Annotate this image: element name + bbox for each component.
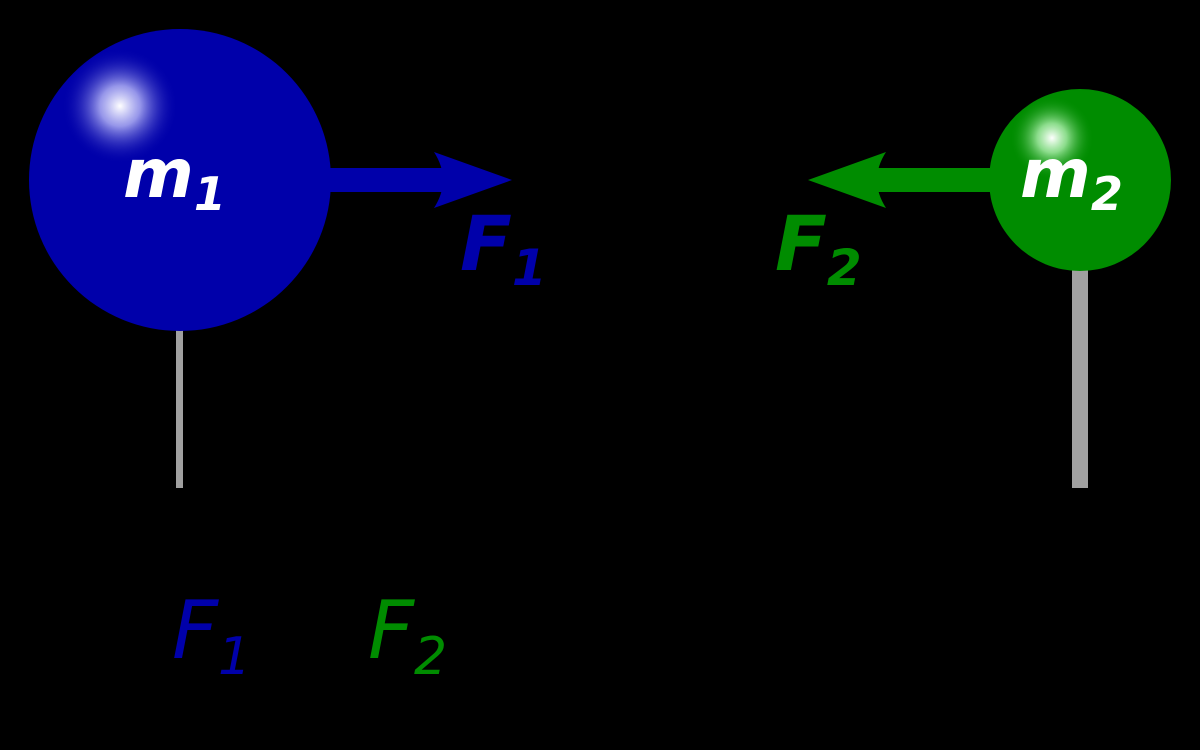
mass2-highlight [1010,96,1094,180]
force1-shaft [325,168,465,192]
force1-label: F1 [460,199,547,297]
mass2: m2 [989,89,1171,271]
mass2-label: m2 [1020,135,1123,221]
arrow-right-icon [325,152,512,208]
mass1: m1 [29,29,331,331]
mass1-label: m1 [123,135,226,221]
mass1-highlight [62,48,178,164]
force2-head [808,152,886,208]
arrow-left-icon [808,152,995,208]
force1-head [434,152,512,208]
equation-left-force: F1 [172,584,251,687]
force2-shaft [855,168,995,192]
mass1-pole [176,312,183,488]
mass2-pole [1072,252,1088,488]
equation-right-force: F2 [368,584,447,687]
force2-label: F2 [775,199,862,297]
